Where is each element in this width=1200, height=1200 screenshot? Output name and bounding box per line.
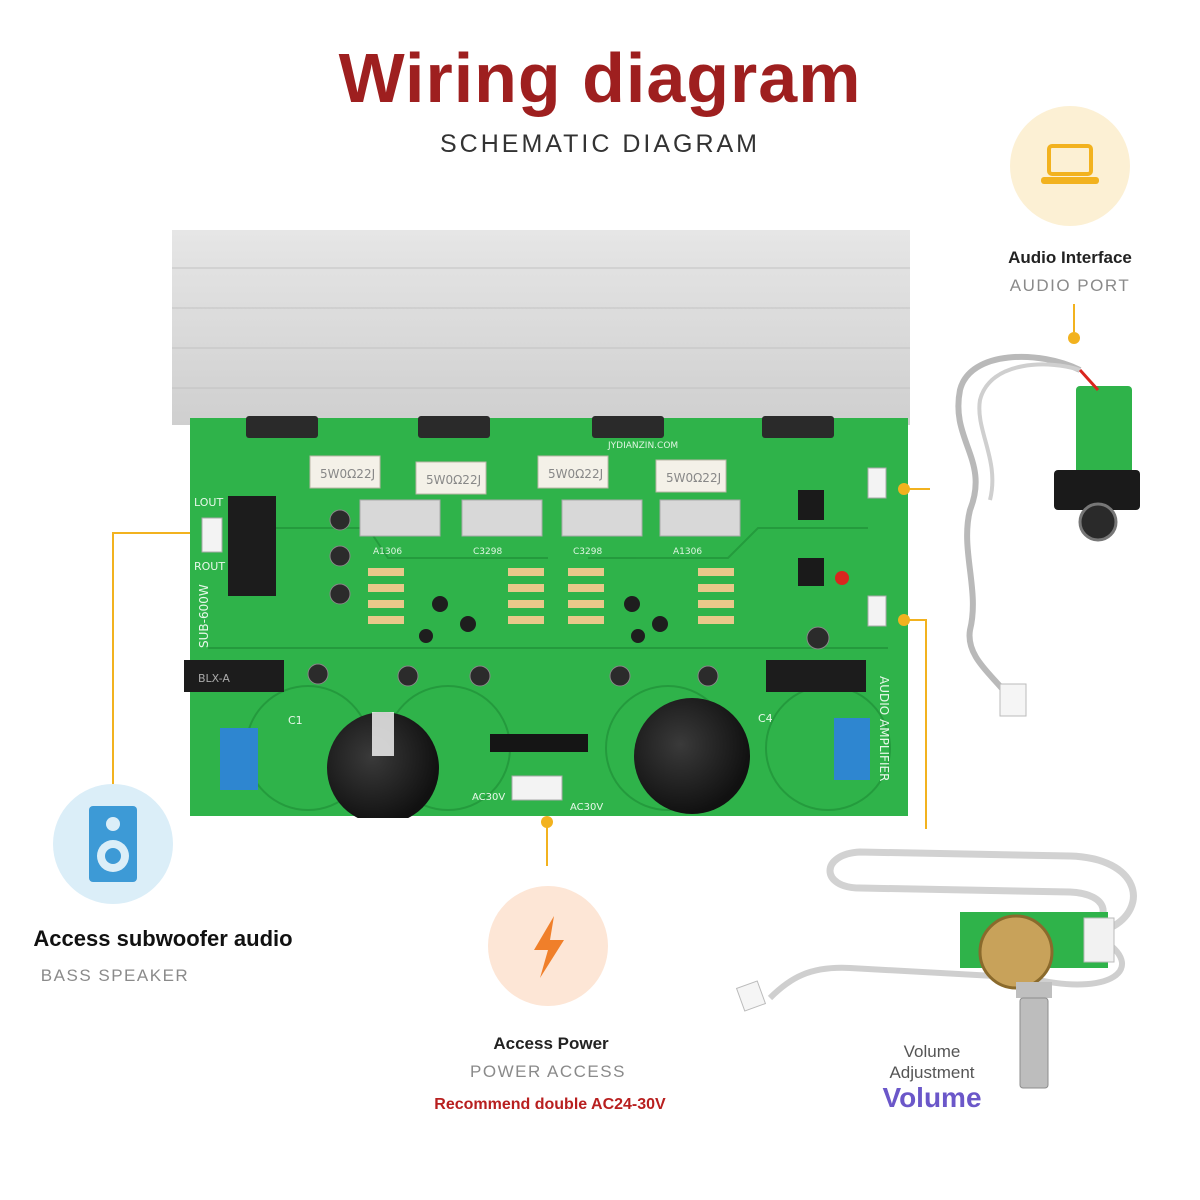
audio-interface-badge [1010, 106, 1130, 226]
connector-line [112, 532, 114, 787]
volume-potentiometer [730, 848, 1170, 1098]
subwoofer-sub: BASS SPEAKER [40, 966, 190, 985]
subwoofer-label: Access subwoofer audio [33, 926, 293, 951]
connector-line [904, 488, 930, 490]
connector-line [112, 532, 190, 534]
resistor-label: 5W0Ω22J [548, 467, 603, 481]
heatsink [172, 230, 910, 425]
audio-interface-label: Audio Interface [1008, 248, 1132, 267]
transistor-label: C3298 [473, 547, 502, 557]
resistor-label: 5W0Ω22J [426, 473, 481, 487]
ac-label-right: AC30V [570, 802, 603, 813]
transistor-label: A1306 [673, 547, 702, 557]
model-label: SUB-600W [197, 584, 211, 648]
rout-label: ROUT [194, 560, 225, 573]
cap-label-left: C1 [288, 714, 303, 727]
lout-label: LOUT [194, 496, 223, 509]
amplifier-board: 5W0Ω22J 5W0Ω22J 5W0Ω22J 5W0Ω22J A1306 C3… [168, 228, 912, 824]
volume-line1: Volume [903, 1042, 961, 1061]
lightning-icon [534, 916, 564, 978]
relay [228, 496, 276, 596]
ac-label-left: AC30V [472, 792, 505, 803]
amplifier-board-illustration: 5W0Ω22J 5W0Ω22J 5W0Ω22J 5W0Ω22J A1306 C3… [172, 230, 910, 824]
cap-label-right: C4 [758, 712, 773, 725]
connector-line [925, 619, 927, 829]
speaker-icon [89, 806, 137, 882]
volume-line2: Adjustment [889, 1063, 975, 1082]
connector-line [1073, 304, 1075, 332]
power-note: Recommend double AC24-30V [434, 1096, 666, 1113]
power-badge [488, 886, 608, 1006]
page-subtitle: SCHEMATIC DIAGRAM [440, 130, 760, 158]
connector-line [904, 619, 926, 621]
audio-cable [930, 350, 1150, 730]
resistor-label: 5W0Ω22J [320, 467, 375, 481]
filter-capacitor-right [634, 698, 750, 814]
connector-line [546, 826, 548, 866]
power-label: Access Power [493, 1034, 609, 1053]
transistor-label: A1306 [373, 547, 402, 557]
filter-capacitor-left [327, 712, 439, 824]
transistor-label: C3298 [573, 547, 602, 557]
volume-title: Volume [882, 1082, 982, 1113]
connector-dot [1068, 332, 1080, 344]
connector-dot [898, 483, 910, 495]
page-title: Wiring diagram [338, 39, 862, 117]
resistor-label: 5W0Ω22J [666, 471, 721, 485]
relay-label: BLX-A [198, 672, 230, 685]
side-text: AUDIO AMPLIFIER [877, 676, 891, 781]
laptop-icon [1041, 144, 1099, 184]
power-sub: POWER ACCESS [470, 1062, 626, 1081]
subwoofer-badge [53, 784, 173, 904]
audio-interface-sub: AUDIO PORT [1009, 276, 1131, 295]
website-label: JYDIANZIN.COM [607, 441, 678, 451]
connector-dot [541, 816, 553, 828]
